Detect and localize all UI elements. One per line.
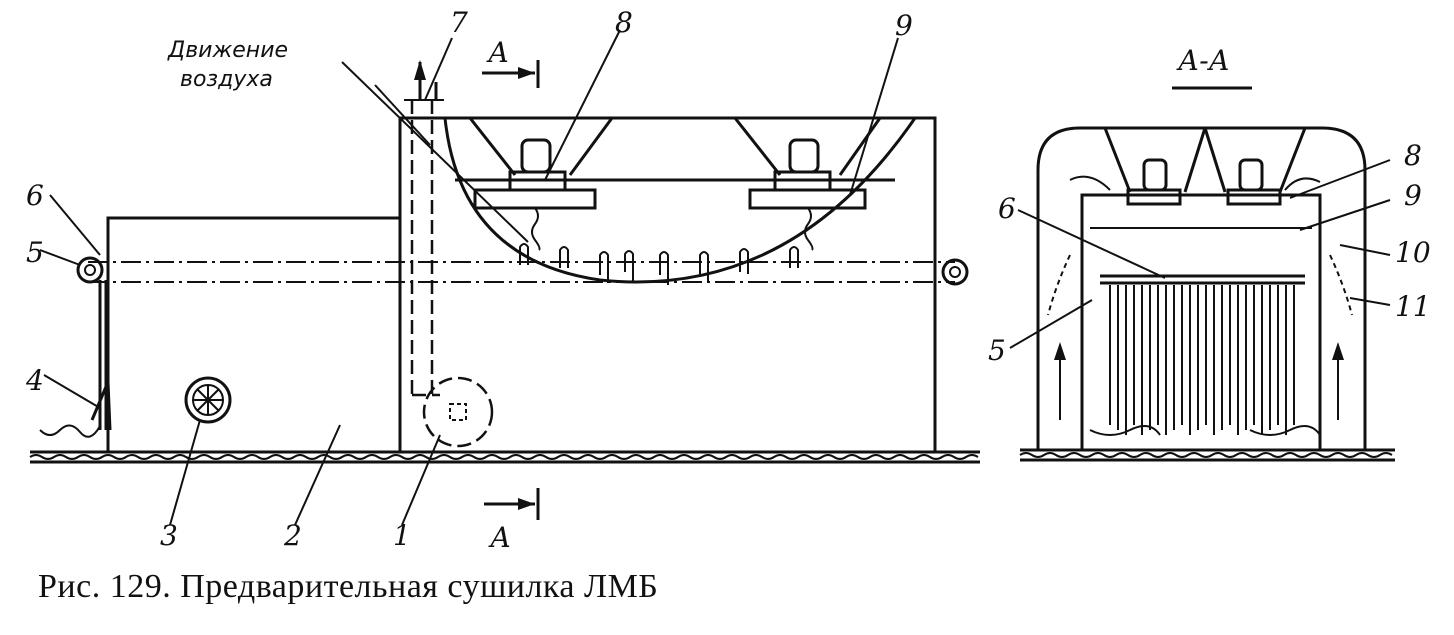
- sec-label-5: 5: [988, 334, 1006, 367]
- label-3: 3: [160, 519, 178, 552]
- label-7: 7: [450, 6, 468, 39]
- tall-housing: [398, 116, 937, 452]
- label-8: 8: [615, 6, 633, 39]
- cutaway: [443, 117, 917, 285]
- label-2: 2: [283, 519, 302, 552]
- sec-label-11: 11: [1395, 290, 1431, 323]
- fan-circle: [422, 376, 494, 448]
- air-note-line1: Движение: [167, 38, 288, 63]
- section-housing: [1036, 126, 1367, 450]
- label-6: 6: [26, 179, 44, 212]
- hangers: [519, 243, 799, 285]
- sec-label-9: 9: [1404, 179, 1422, 212]
- sec-label-10: 10: [1395, 236, 1431, 269]
- sec-label-6: 6: [998, 192, 1016, 225]
- label-9: 9: [895, 9, 913, 42]
- section-marker-bottom: А: [488, 521, 511, 554]
- label-5: 5: [26, 236, 44, 269]
- section-arrow-top: [482, 60, 540, 88]
- section-leaders: [1009, 159, 1391, 349]
- section-arrow-bottom: [484, 488, 540, 520]
- floor-section: [1019, 448, 1395, 462]
- section-marker-top: А: [486, 36, 509, 69]
- air-note-line2: воздуха: [180, 67, 273, 92]
- figure-caption: Рис. 129. Предварительная сушилка ЛМБ: [38, 568, 659, 605]
- drum-3: [184, 376, 232, 424]
- floor-main: [29, 450, 980, 464]
- label-4: 4: [25, 364, 44, 397]
- section-title: А-А: [1176, 44, 1230, 77]
- leaders: [39, 29, 899, 526]
- low-housing: [106, 216, 400, 452]
- label-1: 1: [393, 519, 411, 552]
- sec-label-8: 8: [1404, 139, 1422, 172]
- air-duct: [404, 60, 444, 397]
- conveyor-line: [76, 256, 969, 430]
